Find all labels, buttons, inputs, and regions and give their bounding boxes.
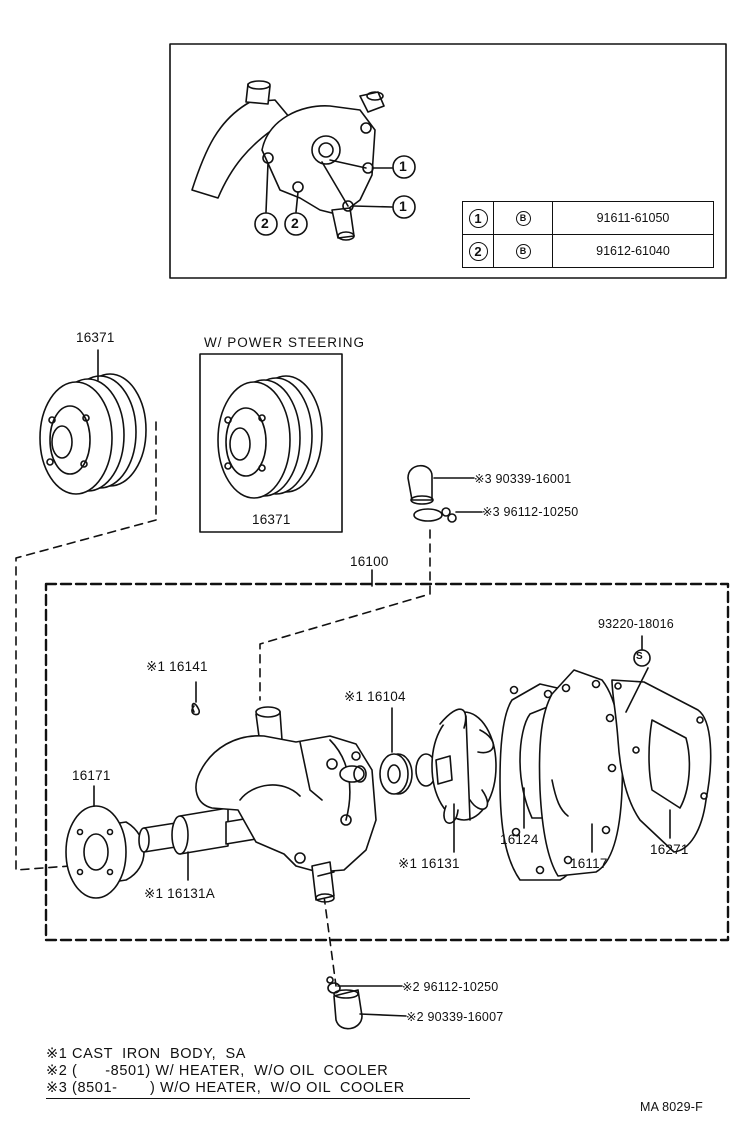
footnote-underline — [46, 1098, 470, 1099]
label-pulley-left: 16371 — [76, 330, 115, 345]
label-power-steering-title: W/ POWER STEERING — [204, 335, 366, 350]
ref-number: 2 — [468, 241, 488, 261]
impeller-drawing — [431, 708, 497, 824]
plate-16117-drawing — [538, 669, 624, 877]
footnote-3: ※3 (8501- ) W/O HEATER, W/O OIL COOLER — [46, 1080, 405, 1096]
label-assembly: 16100 — [350, 554, 389, 569]
bolt-reference-table: 1 B 91611-61050 2 B 91612-61040 — [462, 201, 714, 268]
label-hose-cap-top: ※3 90339-16001 — [474, 472, 572, 486]
inset-callout-1-bottom-text: 1 — [399, 198, 407, 214]
pump-body-drawing — [195, 706, 377, 903]
inset-callout-2-right-text: 2 — [291, 215, 299, 231]
label-pulley-ps: 16371 — [252, 512, 291, 527]
dashed-leaders — [15, 421, 431, 987]
label-plate: 16117 — [570, 856, 608, 871]
footnote-2: ※2 ( -8501) W/ HEATER, W/O OIL COOLER — [46, 1063, 389, 1079]
label-stud: 93220-18016 — [598, 617, 674, 631]
diagram-code: MA 8029-F — [640, 1100, 703, 1114]
label-clip: ※1 16141 — [146, 659, 208, 674]
clip-drawing — [191, 702, 201, 716]
label-hose-cap-bottom: ※2 90339-16007 — [406, 1010, 504, 1024]
footnotes: ※1 CAST IRON BODY, SA ※2 ( -8501) W/ HEA… — [46, 1046, 405, 1097]
seal-drawing — [379, 753, 437, 795]
ref-number: 1 — [468, 208, 488, 228]
label-stud-symbol: S — [636, 651, 643, 662]
label-impeller: ※1 16131 — [398, 856, 460, 871]
bolt-symbol: B — [515, 244, 531, 259]
leader-stud-2 — [625, 667, 649, 713]
table-row: 1 B 91611-61050 — [462, 201, 714, 235]
label-shaft: ※1 16131A — [144, 886, 215, 901]
label-gasket-a: 16124 — [500, 832, 539, 847]
hose-cap-top-drawing — [407, 464, 434, 505]
inset-callout-1-top-text: 1 — [399, 158, 407, 174]
pulley-left-drawing — [39, 373, 147, 495]
label-gasket-b: 16271 — [650, 842, 689, 857]
leader-hose-cap-bottom — [359, 1013, 407, 1017]
part-number-cell: 91612-61040 — [552, 234, 714, 268]
inset-callout-1-bottom — [392, 195, 416, 219]
hub-drawing — [65, 805, 145, 899]
pulley-ps-drawing — [217, 375, 323, 499]
power-steering-box — [199, 353, 343, 533]
hose-cap-bottom-drawing — [333, 989, 363, 1030]
label-hub: 16171 — [72, 768, 111, 783]
label-seal: ※1 16104 — [344, 689, 406, 704]
footnote-1: ※1 CAST IRON BODY, SA — [46, 1046, 247, 1062]
inset-callout-2-right — [284, 212, 308, 236]
table-row: 2 B 91612-61040 — [462, 234, 714, 268]
gasket-16271-drawing — [611, 679, 712, 853]
clamp-top-drawing — [413, 507, 457, 523]
assembly-16100-frame — [44, 582, 730, 942]
label-clamp-top: ※3 96112-10250 — [482, 505, 579, 519]
inset-pump-sketch — [191, 80, 393, 241]
inset-callout-2-left — [254, 212, 278, 236]
bolt-symbol: B — [515, 211, 531, 226]
label-clamp-bottom: ※2 96112-10250 — [402, 980, 499, 994]
part-number-cell: 91611-61050 — [552, 201, 714, 235]
inset-callout-2-left-text: 2 — [261, 215, 269, 231]
inset-callout-1-top — [392, 155, 416, 179]
inset-frame — [169, 43, 727, 279]
